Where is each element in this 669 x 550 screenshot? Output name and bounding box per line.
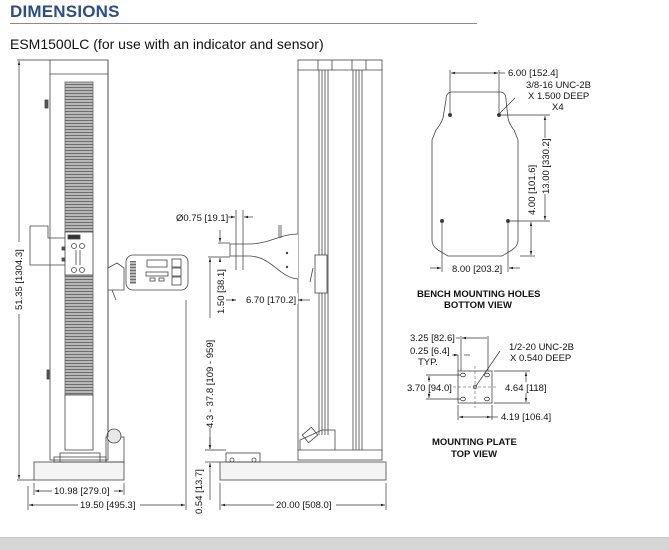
mounting-hole bbox=[447, 113, 452, 118]
base-outline bbox=[431, 91, 519, 257]
bench-hole-span-label: 13.00 [330.2] bbox=[541, 139, 552, 194]
overall-depth-label: 19.50 [495.3] bbox=[80, 500, 135, 511]
plate-hole bbox=[460, 396, 466, 402]
side-base bbox=[219, 461, 387, 481]
base-depth-label: 10.98 [279.0] bbox=[54, 486, 109, 497]
plate-vertical-spacing-label: 3.70 [94.0] bbox=[407, 383, 452, 394]
front-rack bbox=[64, 81, 94, 233]
probe-offset-label: 1.50 [38.1] bbox=[216, 269, 227, 314]
bench-hole-spacing-top-label: 6.00 [152.4] bbox=[508, 68, 558, 79]
probe-arm bbox=[229, 233, 299, 280]
plate-hole bbox=[484, 396, 490, 402]
front-base bbox=[33, 461, 125, 481]
mounting-hole bbox=[439, 218, 444, 223]
bench-holes-view bbox=[431, 91, 519, 257]
mounting-plate-view bbox=[453, 366, 497, 408]
bench-bottom-offset-label: 4.00 [101.6] bbox=[527, 165, 538, 215]
bench-thread-spec-3: X4 bbox=[552, 102, 564, 113]
plate-edge-offset-label: 0.25 [6.4] bbox=[410, 346, 450, 357]
up-button-icon bbox=[171, 258, 182, 268]
throat-depth-label: 6.70 [170.2] bbox=[246, 295, 296, 306]
sensor-block bbox=[314, 254, 328, 294]
plate-hole bbox=[484, 372, 490, 378]
plate-thread-spec-2: X 0.540 DEEP bbox=[510, 353, 571, 364]
down-button-icon bbox=[171, 276, 182, 286]
bench-hole-spacing-bottom-label: 8.00 [203.2] bbox=[452, 264, 502, 275]
indicator-display bbox=[107, 254, 189, 301]
overall-height-label: 51.35 [1304.3] bbox=[14, 249, 25, 310]
plate-edge-typ-label: TYP. bbox=[418, 357, 438, 368]
plate-thread-spec-1: 1/2-20 UNC-2B bbox=[509, 342, 574, 353]
plate-height-label: 4.64 [118] bbox=[505, 383, 547, 394]
bench-caption-line1: BENCH MOUNTING HOLES bbox=[417, 289, 541, 300]
travel-range-label: 4.3 - 37.8 [109 - 959] bbox=[205, 340, 216, 428]
mounting-plate-side bbox=[225, 452, 261, 463]
plate-caption-line2: TOP VIEW bbox=[451, 449, 497, 460]
plate-height-label: 0.54 [13.7] bbox=[194, 469, 205, 514]
side-view bbox=[219, 59, 387, 481]
title-divider bbox=[10, 23, 477, 24]
bench-thread-spec-2: X 1.500 DEEP bbox=[528, 91, 589, 102]
section-title: DIMENSIONS bbox=[10, 2, 120, 21]
footer-bar bbox=[0, 537, 669, 550]
side-column-frame bbox=[297, 59, 383, 461]
plate-width-label: 4.19 [106.4] bbox=[501, 412, 551, 423]
enter-button-icon bbox=[171, 267, 182, 277]
mounting-hole bbox=[505, 218, 510, 223]
plate-hole bbox=[460, 372, 466, 378]
model-subtitle: ESM1500LC (for use with an indicator and… bbox=[10, 36, 324, 52]
plate-hole-spacing-label: 3.25 [82.6] bbox=[410, 333, 455, 344]
base-width-label: 20.00 [508.0] bbox=[276, 500, 331, 511]
front-view bbox=[29, 59, 125, 481]
probe-diameter-label: Ø0.75 [19.1] bbox=[176, 213, 228, 224]
indicator-screen bbox=[146, 259, 168, 268]
mounting-hole bbox=[496, 113, 501, 118]
bench-thread-spec-1: 3/8-16 UNC-2B bbox=[526, 80, 591, 91]
bench-caption-line2: BOTTOM VIEW bbox=[444, 300, 512, 311]
plate-caption-line1: MOUNTING PLATE bbox=[432, 437, 517, 448]
